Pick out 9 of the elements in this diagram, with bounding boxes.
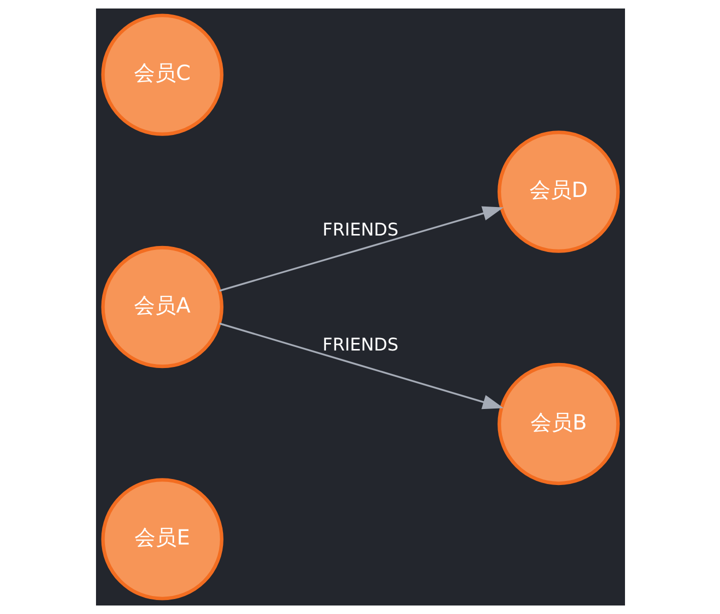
node-circle: 会员D	[497, 130, 620, 253]
arrow	[218, 206, 504, 292]
node-circle: 会员E	[100, 478, 223, 600]
edge-label: FRIENDS	[322, 336, 398, 356]
edge-label: FRIENDS	[322, 220, 398, 240]
arrow	[218, 322, 504, 410]
node-circle: 会员A	[100, 246, 223, 368]
node-circle: 会员C	[100, 14, 223, 136]
node-circle: 会员B	[497, 362, 620, 486]
